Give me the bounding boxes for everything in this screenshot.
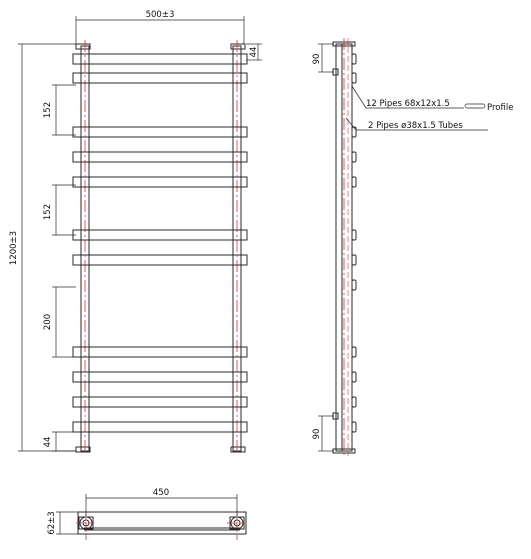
dim-overall-height: 1200±3 xyxy=(9,231,19,265)
dim-side-bottom: 90 xyxy=(312,429,322,440)
side-dimensions xyxy=(318,43,334,452)
side-profile xyxy=(351,279,357,291)
profile-bar xyxy=(72,254,248,266)
dim-bottom-depth: 62±3 xyxy=(47,511,57,534)
note-profiles-suffix: Profile xyxy=(487,103,513,113)
profiles-leader xyxy=(351,85,367,109)
profile-bar xyxy=(72,53,248,65)
side-profile xyxy=(351,229,357,241)
profile-symbol xyxy=(464,103,486,109)
note-tubes: 2 Pipes ø38x1.5 Tubes xyxy=(368,121,463,131)
side-profile xyxy=(351,346,357,358)
left-cap-bottom xyxy=(75,446,91,453)
dim-bottom-gap: 44 xyxy=(43,437,53,448)
right-cap-bottom xyxy=(230,446,246,453)
side-profile xyxy=(351,421,357,433)
profile-bar xyxy=(72,346,248,358)
bottom-view xyxy=(76,510,247,540)
dim-spacing-lower: 200 xyxy=(43,314,53,330)
dim-bottom-centers: 450 xyxy=(153,488,169,498)
bottom-outline xyxy=(77,511,247,535)
side-profile xyxy=(351,72,357,84)
profile-bar xyxy=(72,371,248,383)
side-profile xyxy=(351,176,357,188)
dim-side-top: 90 xyxy=(312,54,322,65)
leaders xyxy=(345,85,488,131)
profile-bars xyxy=(72,53,248,433)
left-cap-top xyxy=(75,43,91,50)
profile-bar xyxy=(72,151,248,163)
bottom-dimensions xyxy=(56,494,238,535)
side-profile xyxy=(351,53,357,65)
dim-overall-width: 500±3 xyxy=(146,10,175,20)
note-profiles: 12 Pipes 68x12x1.5 xyxy=(366,99,450,109)
side-profile-edges xyxy=(351,53,357,433)
profile-bar xyxy=(72,126,248,138)
front-dimensions xyxy=(18,16,262,452)
profile-bar xyxy=(72,176,248,188)
profile-bar xyxy=(72,421,248,433)
side-profile xyxy=(351,254,357,266)
tubes-leader xyxy=(345,117,357,131)
side-profile xyxy=(351,151,357,163)
dim-top-gap: 44 xyxy=(249,47,259,58)
profile-bar xyxy=(72,396,248,408)
side-profile xyxy=(351,371,357,383)
profile-bar xyxy=(72,72,248,84)
side-view xyxy=(332,38,357,456)
right-cap-top xyxy=(230,43,246,50)
profile-bar xyxy=(72,229,248,241)
dim-spacing-middle: 152 xyxy=(43,204,53,220)
side-profile xyxy=(351,126,357,138)
side-profile xyxy=(351,396,357,408)
dim-spacing-upper: 152 xyxy=(43,102,53,118)
front-view xyxy=(72,40,248,455)
